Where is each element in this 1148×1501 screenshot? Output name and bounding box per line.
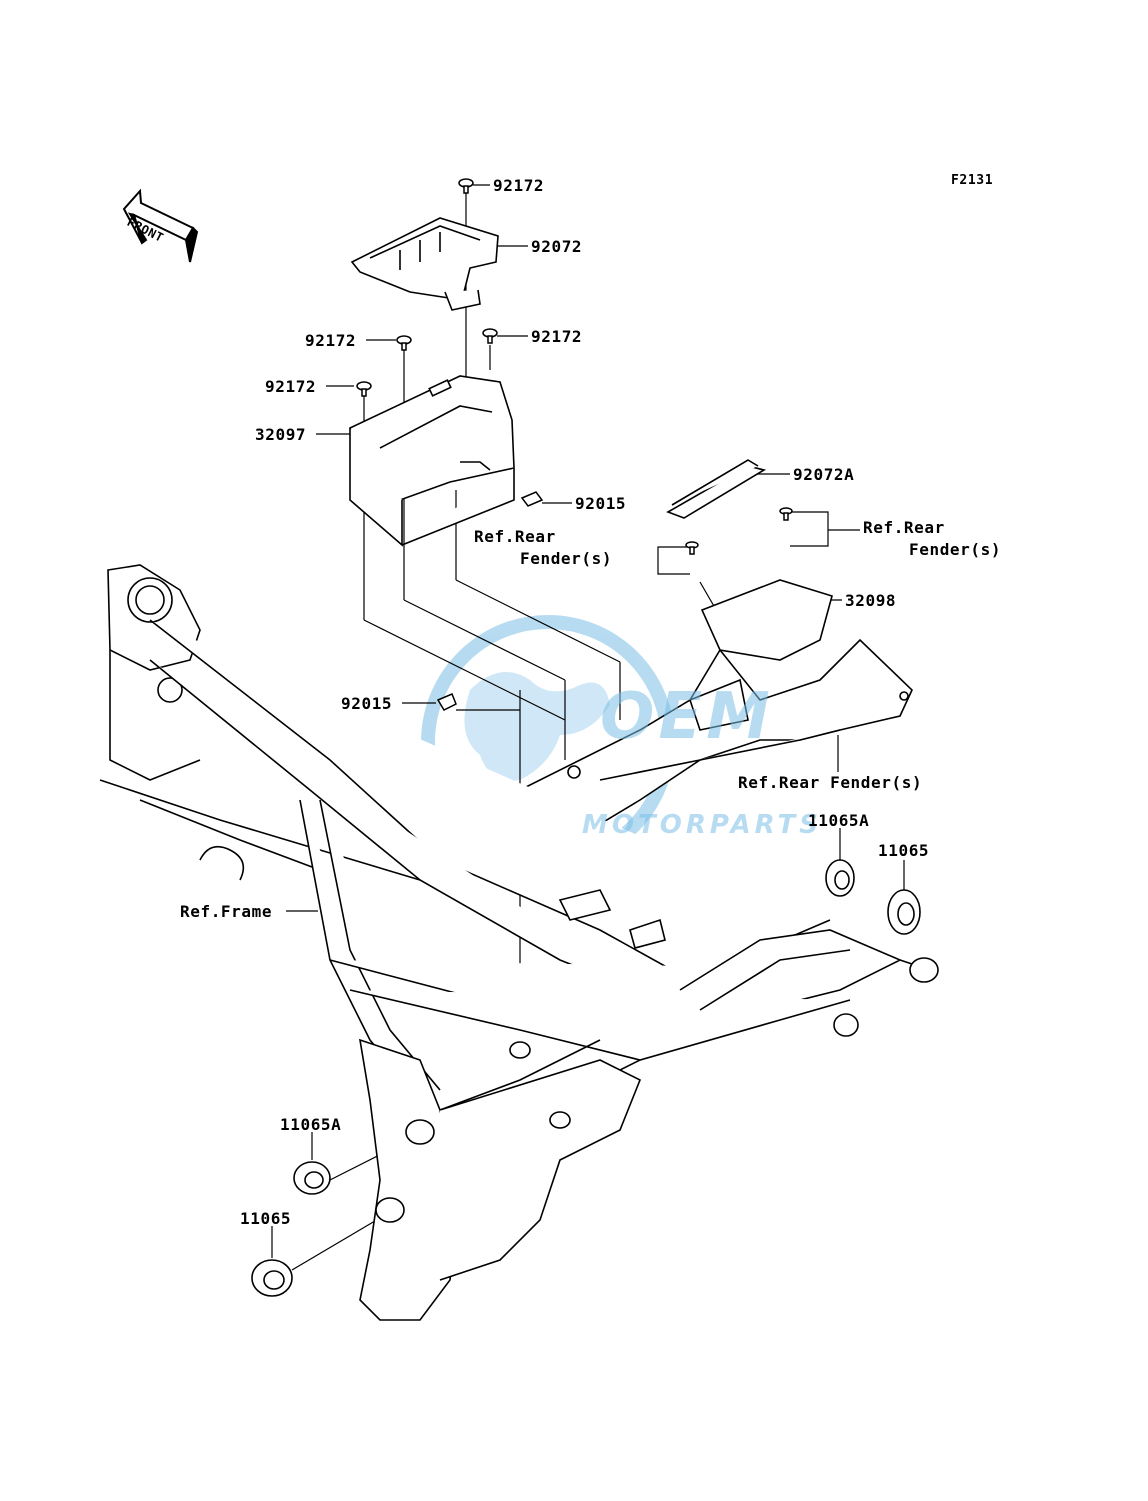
part-label-11065-right: 11065 xyxy=(878,841,930,860)
part-label-92072: 92072 xyxy=(531,237,583,256)
part-label-92172-mid-right: 92172 xyxy=(531,327,583,346)
part-label-32098: 32098 xyxy=(845,591,897,610)
grommet-11065A-left xyxy=(293,1161,331,1195)
tray-32098 xyxy=(455,579,913,831)
part-label-11065A-left: 11065A xyxy=(280,1115,342,1134)
grommet-11065-right xyxy=(887,889,921,935)
ref-rear-fender-1-line2: Fender(s) xyxy=(520,549,613,568)
ref-frame-label: Ref.Frame xyxy=(180,902,273,921)
part-label-11065-left: 11065 xyxy=(240,1209,292,1228)
ref-rear-fender-2-line1: Ref.Rear xyxy=(863,518,945,537)
part-label-92072A: 92072A xyxy=(793,465,855,484)
ref-rear-fender-1-line1: Ref.Rear xyxy=(474,527,556,546)
nut-92015 xyxy=(436,491,544,711)
grommet-11065-left xyxy=(251,1259,293,1297)
ref-rear-fender-label-2: Ref.Rear Fender(s) xyxy=(863,519,1001,559)
front-arrow-icon xyxy=(122,188,199,263)
part-label-92015-right: 92015 xyxy=(575,494,627,513)
bolt-icons xyxy=(356,178,793,555)
watermark-brand: OEM xyxy=(600,680,774,754)
ref-rear-fender-label-1: Ref.Rear Fender(s) xyxy=(474,528,612,568)
part-label-32097: 32097 xyxy=(255,425,307,444)
battery-case-32097 xyxy=(349,375,515,547)
part-label-92172-mid-left: 92172 xyxy=(305,331,357,350)
grommet-11065A-right xyxy=(825,859,855,897)
strap-92072A xyxy=(666,459,767,519)
battery-cover-92072 xyxy=(350,217,499,311)
diagram-code: F2131 xyxy=(951,173,994,188)
ref-rear-fender-label-3: Ref.Rear Fender(s) xyxy=(738,773,923,792)
part-label-92015-left: 92015 xyxy=(341,694,393,713)
part-label-11065A-right: 11065A xyxy=(808,811,870,830)
watermark-sub: MOTORPARTS xyxy=(582,810,822,840)
part-label-92172-top: 92172 xyxy=(493,176,545,195)
part-label-92172-low-left: 92172 xyxy=(265,377,317,396)
frame xyxy=(99,564,939,1321)
ref-rear-fender-2-line2: Fender(s) xyxy=(909,540,1002,559)
